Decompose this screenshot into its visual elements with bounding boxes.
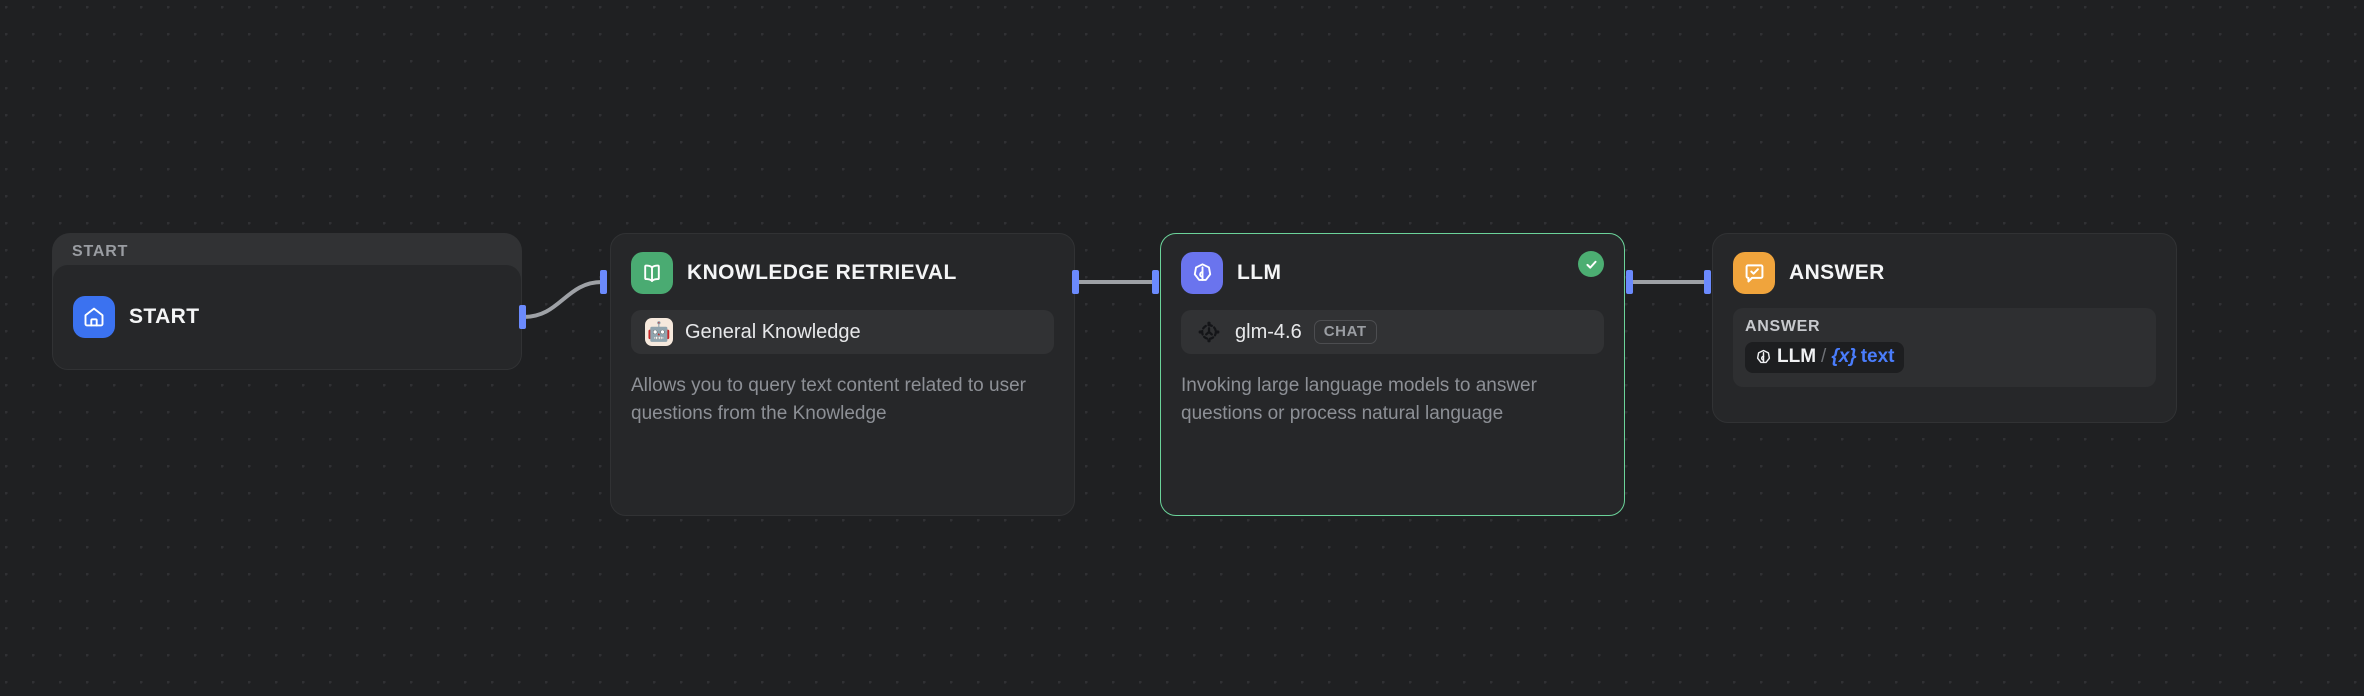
model-provider-icon: [1195, 318, 1223, 346]
answer-variable-source: LLM: [1777, 346, 1817, 367]
port-knowledge-input[interactable]: [600, 270, 607, 294]
llm-icon: [1754, 348, 1773, 367]
book-open-icon: [631, 252, 673, 294]
answer-variable-chip[interactable]: LLM / {x} text: [1745, 342, 1905, 373]
port-start-output[interactable]: [519, 305, 526, 329]
llm-icon: [1181, 252, 1223, 294]
port-knowledge-output[interactable]: [1072, 270, 1079, 294]
knowledge-node-title: KNOWLEDGE RETRIEVAL: [687, 261, 957, 284]
port-answer-input[interactable]: [1704, 270, 1711, 294]
llm-model-chip[interactable]: glm-4.6 CHAT: [1181, 310, 1604, 354]
knowledge-node-description: Allows you to query text content related…: [631, 375, 1026, 424]
llm-node-header: LLM: [1161, 234, 1624, 294]
answer-variable-brace: {x}: [1831, 346, 1857, 367]
llm-node-description: Invoking large language models to answer…: [1181, 375, 1537, 424]
start-group-label: START: [72, 243, 129, 260]
status-badge-success: [1578, 251, 1604, 277]
start-node-title: START: [129, 305, 200, 328]
knowledge-dataset-label: General Knowledge: [685, 320, 861, 343]
knowledge-node-header: KNOWLEDGE RETRIEVAL: [611, 234, 1074, 294]
node-knowledge-retrieval[interactable]: KNOWLEDGE RETRIEVAL 🤖 General Knowledge …: [610, 233, 1075, 516]
answer-node-title: ANSWER: [1789, 261, 1885, 284]
node-answer[interactable]: ANSWER ANSWER LLM / {x} text: [1712, 233, 2177, 423]
start-node-header: START: [53, 265, 521, 369]
port-llm-output[interactable]: [1626, 270, 1633, 294]
robot-emoji-icon: 🤖: [645, 318, 673, 346]
answer-node-header: ANSWER: [1713, 234, 2176, 294]
node-start[interactable]: START: [52, 264, 522, 370]
answer-variable-separator: /: [1821, 346, 1827, 367]
llm-node-title: LLM: [1237, 261, 1282, 284]
port-llm-input[interactable]: [1152, 270, 1159, 294]
answer-variable-name: text: [1860, 346, 1895, 367]
edge-start-to-knowledge: [522, 280, 604, 319]
answer-output-field[interactable]: ANSWER LLM / {x} text: [1733, 308, 2156, 387]
llm-model-name: glm-4.6: [1235, 320, 1302, 343]
answer-bubble-icon: [1733, 252, 1775, 294]
knowledge-dataset-chip[interactable]: 🤖 General Knowledge: [631, 310, 1054, 354]
llm-model-type-tag: CHAT: [1313, 320, 1377, 344]
node-llm[interactable]: LLM glm-4.6 CHAT Invoking: [1160, 233, 1625, 516]
answer-field-label: ANSWER: [1745, 318, 1821, 335]
home-icon: [73, 296, 115, 338]
